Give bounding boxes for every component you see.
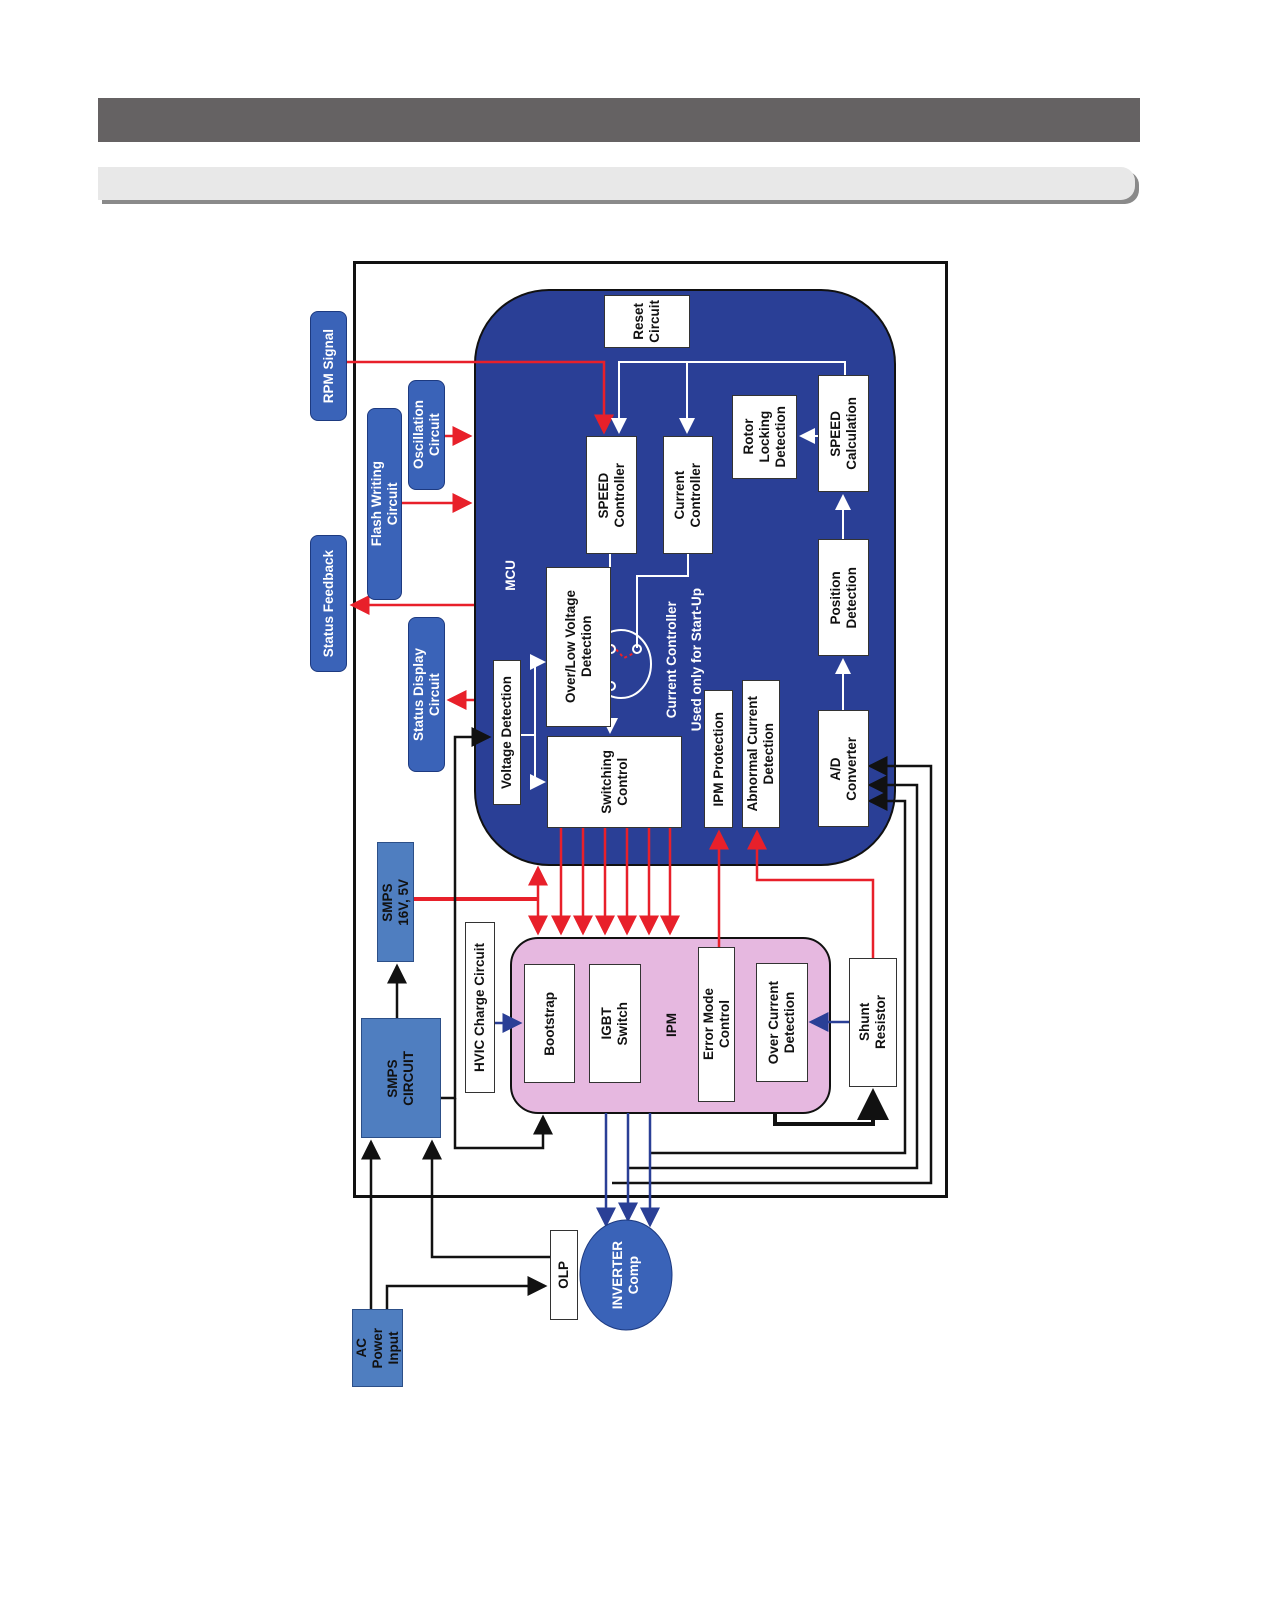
- shunt-resistor: Shunt Resistor: [849, 958, 897, 1087]
- igbt-switch: IGBT Switch: [589, 964, 641, 1083]
- ad-label: A/D Converter: [827, 736, 859, 801]
- speed-controller: SPEED Controller: [586, 436, 637, 554]
- rpm-signal-label: RPM Signal: [320, 328, 336, 404]
- smps-circuit-label: SMPS CIRCUIT: [385, 1050, 416, 1106]
- status-feedback: Status Feedback: [310, 535, 347, 672]
- startup-note-text: Current Controller Used only for Start-U…: [664, 587, 704, 732]
- mcu-label: MCU: [498, 555, 522, 595]
- over-current-detection: Over Current Detection: [756, 963, 808, 1082]
- over-current-label: Over Current Detection: [766, 980, 797, 1065]
- shunt-abnormal-line: [747, 829, 875, 958]
- status-display-circuit: Status Display Circuit: [408, 617, 445, 772]
- rotor-locking-detection: Rotor Locking Detection: [732, 395, 797, 479]
- bootstrap-label: Bootstrap: [541, 991, 557, 1056]
- oscillation-label: Oscillation Circuit: [410, 400, 442, 470]
- oscillation-circuit: Oscillation Circuit: [408, 380, 445, 490]
- section-bar: [98, 167, 1135, 200]
- flash-writing-label: Flash Writing Circuit: [368, 461, 400, 547]
- igbt-label: IGBT Switch: [599, 1001, 630, 1046]
- rpm-line: [347, 360, 614, 435]
- header-bar: [98, 98, 1140, 142]
- switching-label: Switching Control: [598, 750, 630, 814]
- ac-power-label: AC Power Input: [353, 1327, 401, 1369]
- hvic-label: HVIC Charge Circuit: [472, 942, 487, 1073]
- bootstrap: Bootstrap: [524, 964, 575, 1083]
- ipm-protection: IPM Protection: [704, 690, 733, 828]
- inverter-comp-label: INVERTER Comp: [610, 1240, 641, 1310]
- rpm-signal: RPM Signal: [310, 311, 347, 421]
- position-detection: Position Detection: [818, 539, 869, 656]
- rotor-locking-label: Rotor Locking Detection: [740, 406, 788, 468]
- over-low-label: Over/Low Voltage Detection: [562, 590, 594, 704]
- error-mode-control: Error Mode Control: [698, 947, 735, 1102]
- smps-output-label: SMPS 16V, 5V: [379, 878, 411, 926]
- ipm-label-text: IPM: [663, 1012, 679, 1037]
- olp-label: OLP: [556, 1261, 571, 1289]
- voltage-det-label: Voltage Detection: [499, 675, 514, 790]
- error-mode-label: Error Mode Control: [700, 988, 732, 1061]
- reset-label: Reset Circuit: [631, 300, 662, 343]
- over-low-voltage-detection: Over/Low Voltage Detection: [546, 567, 611, 727]
- flash-writing-circuit: Flash Writing Circuit: [367, 408, 402, 600]
- ipm-label: IPM: [658, 1005, 684, 1045]
- current-controller-label: Current Controller: [672, 462, 703, 528]
- ac-power-input: AC Power Input: [352, 1309, 403, 1387]
- ipm-protection-label: IPM Protection: [710, 711, 726, 807]
- ad-converter: A/D Converter: [818, 710, 869, 827]
- voltage-detection: Voltage Detection: [493, 660, 521, 805]
- speed-controller-label: SPEED Controller: [595, 462, 627, 528]
- switching-control: Switching Control: [547, 736, 682, 828]
- smps-circuit: SMPS CIRCUIT: [361, 1018, 441, 1138]
- shunt-label: Shunt Resistor: [857, 995, 888, 1050]
- speed-calculation: SPEED Calculation: [818, 375, 869, 492]
- position-label: Position Detection: [827, 566, 859, 629]
- status-display-label: Status Display Circuit: [410, 647, 442, 742]
- smps-output: SMPS 16V, 5V: [377, 842, 414, 962]
- inverter-comp-shape: [579, 1219, 673, 1331]
- current-controller: Current Controller: [663, 436, 713, 554]
- olp: OLP: [550, 1230, 578, 1320]
- inverter-comp: INVERTER Comp: [580, 1220, 672, 1330]
- abnormal-label: Abnormal Current Detection: [745, 696, 776, 812]
- abnormal-current-detection: Abnormal Current Detection: [742, 680, 780, 828]
- mcu-label-text: MCU: [502, 559, 518, 591]
- reset-circuit: Reset Circuit: [604, 295, 690, 348]
- status-feedback-label: Status Feedback: [320, 549, 336, 658]
- hvic-charge-circuit: HVIC Charge Circuit: [465, 922, 495, 1093]
- startup-note: Current Controller Used only for Start-U…: [658, 572, 710, 747]
- speed-calc-label: SPEED Calculation: [827, 397, 859, 470]
